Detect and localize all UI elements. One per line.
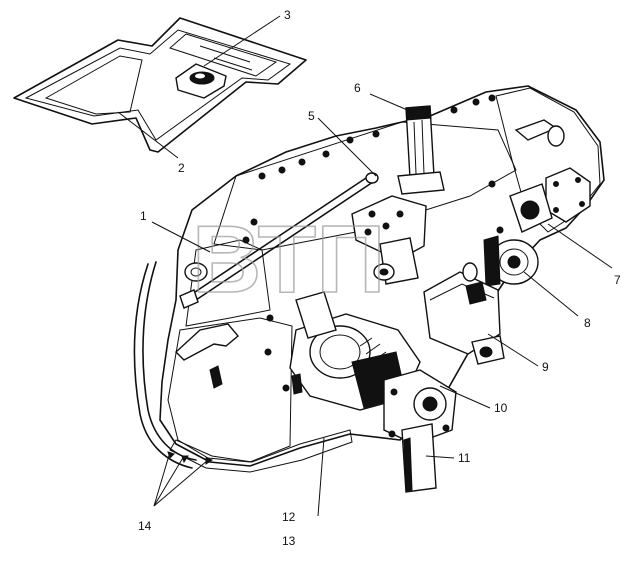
top-bolts: [242, 94, 504, 392]
callout-3: 3: [284, 8, 291, 22]
callout-11: 11: [458, 451, 471, 465]
pulley-flange: [483, 235, 539, 287]
watermark-text: ВТП: [192, 206, 385, 313]
lower-drive-assembly: [289, 291, 457, 493]
pto-unit: [423, 262, 505, 365]
gearbox-housing: [133, 85, 605, 473]
cover-plate: [13, 17, 307, 153]
callout-14: 14: [138, 519, 152, 533]
callout-9: 9: [542, 360, 549, 374]
callout-7: 7: [614, 273, 621, 287]
callout-8: 8: [584, 316, 591, 330]
callout-12: 12: [282, 510, 296, 524]
oil-cap-ring: [175, 63, 227, 99]
shift-rod: [179, 172, 379, 309]
callout-5: 5: [308, 109, 315, 123]
callout-13: 13: [282, 534, 296, 548]
callout-10: 10: [494, 401, 508, 415]
shift-tower: [351, 195, 427, 285]
filler-tube: [397, 105, 445, 195]
callout-labels: 1 2 3 14 5 6 7 8 9 10 11 12 13: [138, 8, 621, 548]
callout-1: 1: [140, 209, 147, 223]
side-cover: [509, 167, 591, 233]
leader-lines: [117, 15, 613, 517]
callout-2: 2: [178, 161, 185, 175]
callout-6: 6: [354, 81, 361, 95]
